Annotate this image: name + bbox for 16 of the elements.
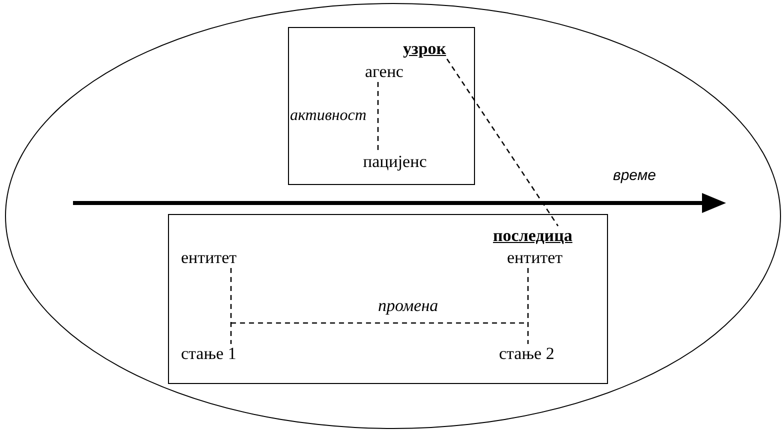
term-label: ентитет <box>507 248 563 268</box>
term-label: стање 1 <box>181 344 236 364</box>
heading-label: узрок <box>403 39 446 59</box>
frame-box <box>168 214 608 384</box>
frame-box <box>288 26 474 184</box>
term-label: стање 2 <box>499 344 554 364</box>
heading-label: последица <box>493 226 572 246</box>
connector-line <box>377 82 379 152</box>
line-label: промена <box>378 296 438 316</box>
term-label: пацијенс <box>363 152 427 172</box>
connector-line <box>230 268 232 344</box>
term-label: ентитет <box>181 248 237 268</box>
connector-line <box>527 268 529 344</box>
axis-label: време <box>613 166 656 186</box>
term-label: агенс <box>365 62 404 82</box>
connector-line <box>446 58 559 226</box>
